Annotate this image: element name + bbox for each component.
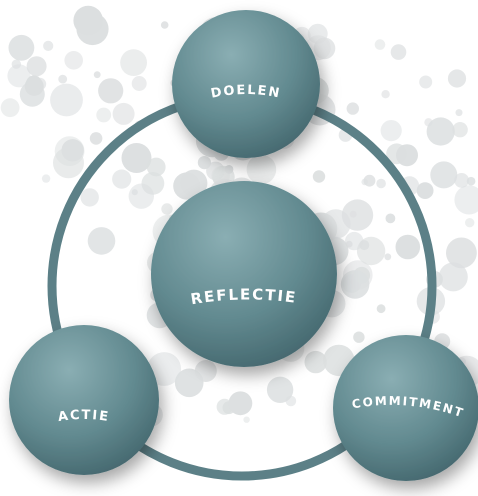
background-dot [340,270,370,299]
background-dot [0,98,20,118]
reflectie-label: REFLECTIE [189,285,298,308]
background-dot [121,143,152,173]
background-dot [430,161,458,189]
background-dot [128,183,154,209]
background-dot [345,240,353,248]
background-dot [8,34,35,61]
background-dot [455,109,463,117]
background-dot [93,71,101,79]
background-dot [396,144,418,167]
background-dot [380,120,402,142]
background-dot [50,83,83,117]
background-dot [58,74,68,84]
background-dot [426,117,455,146]
background-dot [465,218,475,228]
background-dot [385,213,396,224]
background-dot [61,139,84,162]
background-dot [384,253,392,261]
background-dot [243,416,250,423]
background-dot [374,39,386,50]
background-dot [11,59,21,69]
background-dot [43,40,54,52]
background-dot [452,122,468,138]
background-dot [304,350,327,374]
node-reflectie [151,181,337,367]
background-dot [312,170,326,183]
actie-label: ACTIE [57,407,111,424]
background-dot [112,102,135,125]
background-dot [197,156,211,170]
background-dot [346,102,359,115]
background-dot [359,240,370,251]
background-dot [266,376,294,403]
background-dot [180,169,208,197]
background-dot [349,210,357,218]
background-dot [26,56,47,77]
background-dot [89,132,103,145]
node-commitment [333,335,478,481]
commitment-sphere [333,335,478,481]
background-dot [285,395,297,407]
background-dot [376,304,386,314]
background-dot [466,176,476,186]
background-dot [7,64,31,88]
background-dot [246,154,277,185]
node-actie [9,325,159,475]
actie-sphere [9,325,159,475]
doelen-label: DOELEN [210,82,283,101]
background-dot [73,5,103,36]
background-dot [160,21,169,29]
background-dot [416,182,434,200]
background-dot [447,69,467,88]
background-dot [161,203,173,215]
background-dot [419,75,433,89]
background-dot [446,237,477,269]
background-dot [120,49,147,76]
background-dot [87,227,116,255]
background-dot [438,262,468,292]
background-dot [98,78,124,104]
background-dot [174,368,204,398]
background-dot [228,391,253,416]
background-dot [131,76,147,91]
background-dot [80,188,99,207]
background-dot [64,51,83,70]
background-dot [390,44,407,60]
background-dot [96,107,112,123]
doelen-sphere [172,10,320,158]
background-dot [363,174,376,187]
background-dot [395,234,421,260]
background-dot [376,178,386,189]
reflectie-sphere [151,181,337,367]
background-dot [454,185,478,215]
node-doelen [172,10,320,158]
background-dot [146,157,166,177]
background-dot [454,173,469,188]
background-dot [112,169,132,189]
background-dot [224,165,234,174]
background-dot [381,90,390,99]
background-dot [353,331,365,343]
background-dot [147,352,182,386]
background-dot [41,174,51,183]
